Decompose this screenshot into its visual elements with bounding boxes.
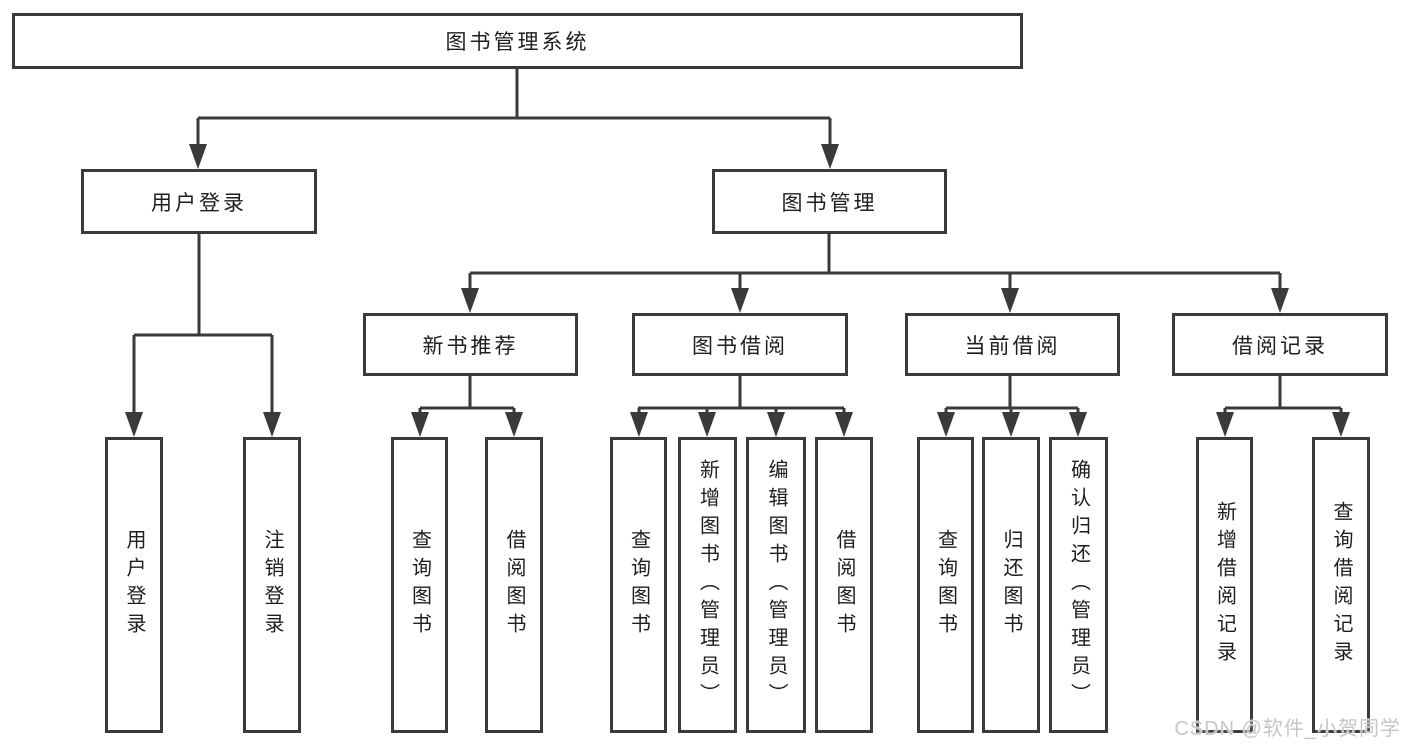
leaf-label: 新增借阅记录 (1213, 501, 1236, 669)
leaf-return-books: 归还图书 (982, 437, 1040, 733)
leaf-label: 归还图书 (1000, 529, 1022, 641)
leaf-label: 注销登录 (261, 529, 283, 641)
leaf-label: 查询图书 (934, 529, 957, 641)
leaf-label: 借阅图书 (833, 529, 855, 641)
node-book-borrowing: 图书借阅 (632, 313, 848, 376)
node-label: 当前借阅 (964, 334, 1061, 358)
leaf-query-books-borrow: 查询图书 (610, 437, 667, 733)
leaf-user-login: 用户登录 (105, 437, 163, 733)
leaf-label: 借阅图书 (503, 529, 525, 641)
leaf-label: 编辑图书（管理员） (765, 459, 787, 711)
leaf-logout: 注销登录 (243, 437, 301, 733)
leaf-add-borrow-record: 新增借阅记录 (1196, 437, 1253, 733)
leaf-label: 查询图书 (627, 529, 650, 641)
leaf-query-books-current: 查询图书 (917, 437, 974, 733)
watermark: CSDN @软件_小贺同学 (1174, 718, 1401, 740)
node-label: 用户登录 (151, 191, 247, 215)
node-new-book-recommend: 新书推荐 (363, 313, 578, 376)
leaf-borrow-books-recommend: 借阅图书 (485, 437, 543, 733)
leaf-label: 新增图书（管理员） (696, 459, 719, 711)
leaf-query-borrow-record: 查询借阅记录 (1312, 437, 1370, 733)
leaf-edit-books-admin: 编辑图书（管理员） (746, 437, 806, 733)
leaf-borrow-books: 借阅图书 (815, 437, 873, 733)
leaf-label: 用户登录 (123, 529, 145, 641)
arrowhead-icons (125, 144, 1350, 437)
node-current-borrowing: 当前借阅 (905, 313, 1120, 376)
node-label: 借阅记录 (1232, 334, 1328, 358)
node-label: 新书推荐 (422, 334, 519, 358)
node-label: 图书管理系统 (445, 31, 590, 54)
node-label: 图书管理 (781, 191, 878, 215)
node-book-management: 图书管理 (712, 169, 947, 234)
leaf-add-books-admin: 新增图书（管理员） (678, 437, 737, 733)
leaf-label: 查询图书 (408, 529, 431, 641)
leaf-label: 查询借阅记录 (1330, 501, 1352, 669)
leaf-query-books-recommend: 查询图书 (391, 437, 448, 733)
node-label: 图书借阅 (692, 334, 788, 358)
leaf-label: 确认归还（管理员） (1067, 459, 1090, 711)
node-user-login: 用户登录 (81, 169, 317, 234)
node-borrowing-records: 借阅记录 (1172, 313, 1388, 376)
leaf-confirm-return-admin: 确认归还（管理员） (1049, 437, 1108, 733)
node-library-system: 图书管理系统 (12, 13, 1023, 69)
